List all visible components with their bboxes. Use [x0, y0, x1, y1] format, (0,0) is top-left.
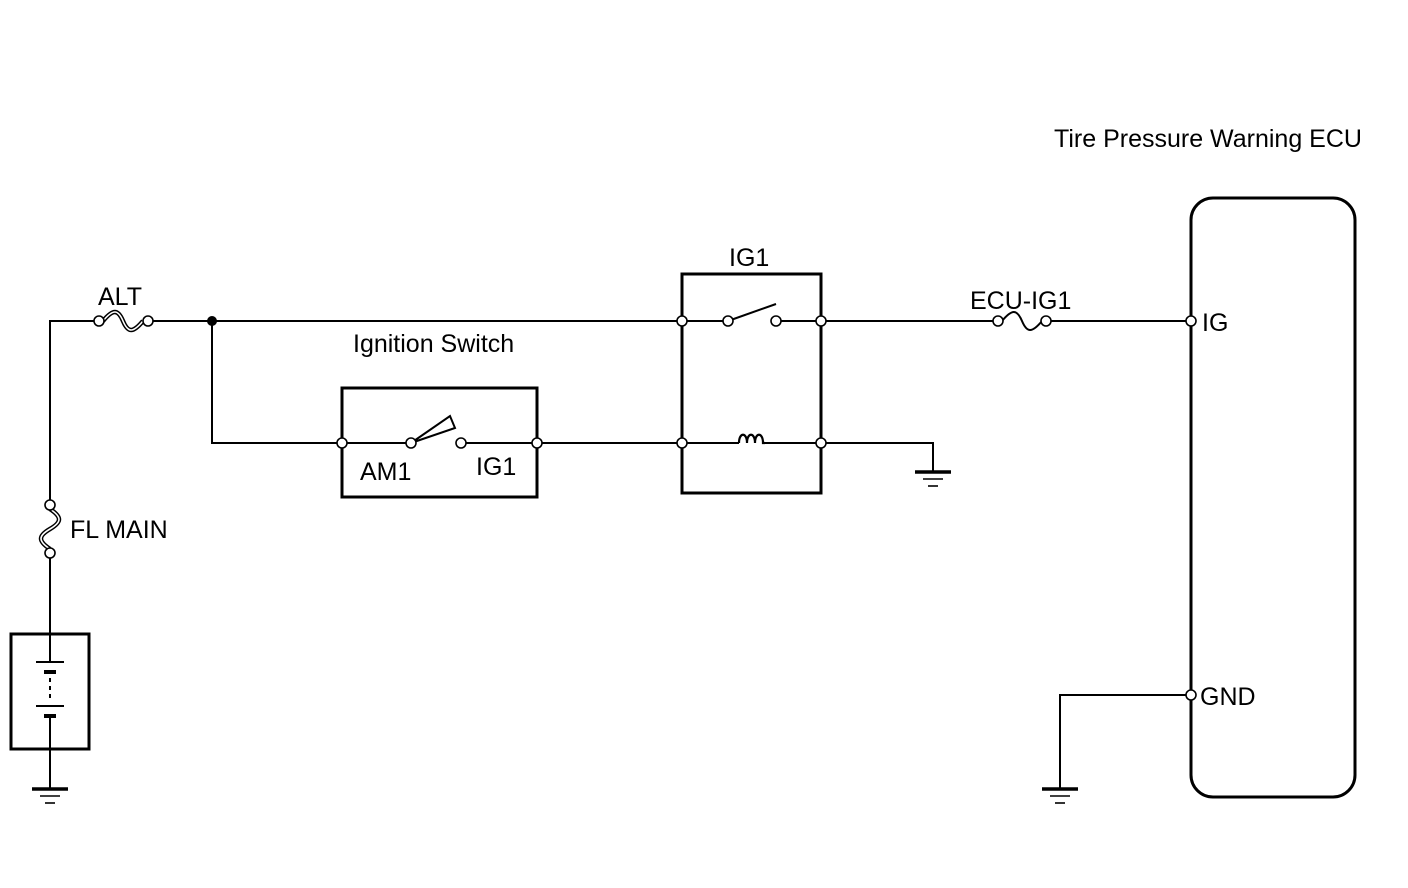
ground-icon-battery: [32, 787, 68, 804]
ig1-relay: IG1: [676, 244, 827, 495]
ignition-switch: Ignition Switch AM1 IG1: [336, 330, 543, 499]
ignition-switch-am1-label: AM1: [360, 458, 411, 486]
ecu-ig1-fuse-element-icon: [1001, 311, 1043, 331]
ecu-box: [1189, 196, 1357, 799]
battery-cell-icon: [36, 634, 64, 663]
junction-dot: [207, 316, 217, 326]
fl-main-fuse-label: FL MAIN: [70, 516, 168, 544]
ecu-ig1-fuse: ECU-IG1: [970, 287, 1071, 331]
ignition-switch-title: Ignition Switch: [353, 330, 514, 358]
relay-switch-contact-icon: [727, 303, 777, 322]
ecu-pin-ig-label: IG: [1202, 309, 1228, 337]
wire-branch-to-ignition-switch: [211, 321, 342, 444]
battery: [9, 632, 91, 751]
wire-ecu-gnd-to-ground: [1059, 694, 1191, 789]
ground-icon-ecu: [1042, 787, 1078, 804]
ig1-relay-box: [680, 272, 823, 495]
wire-relay-coil-to-ground: [821, 442, 934, 472]
ecu-title: Tire Pressure Warning ECU: [1054, 125, 1362, 153]
alt-fuse: ALT: [93, 283, 154, 333]
ground-icon-relay: [915, 470, 951, 487]
ecu-ig1-fuse-label: ECU-IG1: [970, 287, 1071, 315]
fl-main-fuse: FL MAIN: [38, 499, 168, 559]
ecu-pin-ig: [1185, 315, 1197, 327]
wire-fl-main-to-alt: [49, 320, 99, 505]
ignition-switch-ig1-label: IG1: [476, 453, 516, 481]
alt-fuse-label: ALT: [98, 283, 142, 311]
ig1-relay-title: IG1: [729, 244, 769, 272]
ecu-pin-gnd: [1185, 689, 1197, 701]
ecu-pin-gnd-label: GND: [1200, 683, 1256, 711]
ignition-switch-contact-icon: [410, 414, 457, 444]
relay-coil-icon: [737, 433, 765, 445]
wires: [49, 320, 1191, 789]
tire-pressure-warning-ecu: Tire Pressure Warning ECU IG GND: [1054, 125, 1362, 799]
